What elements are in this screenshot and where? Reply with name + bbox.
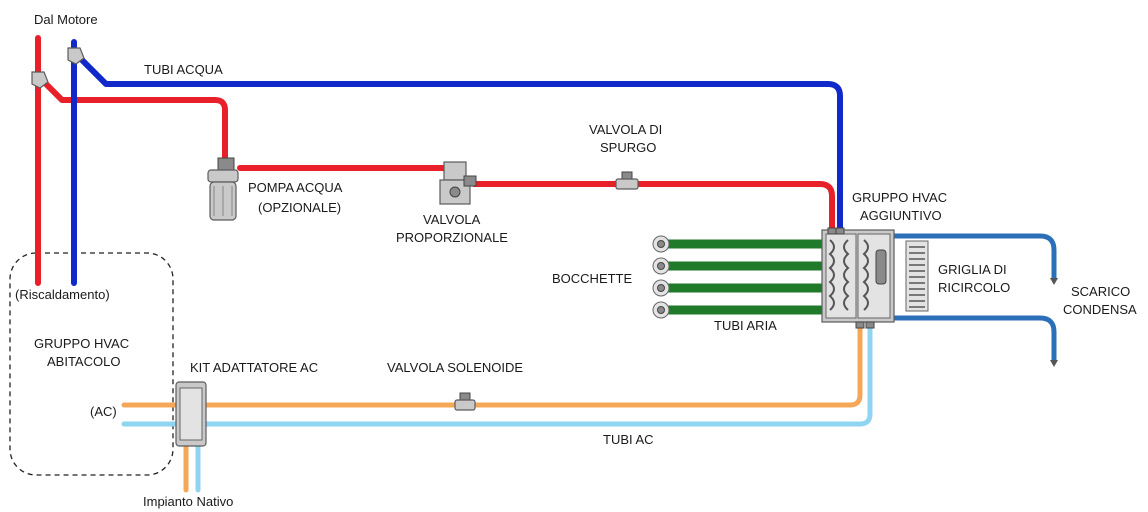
auxiliary-hvac-unit: [821, 227, 895, 329]
label-valvola-spurgo-2: SPURGO: [600, 140, 656, 155]
label-hvac-agg-1: GRUPPO HVAC: [852, 190, 947, 205]
red-pipe-valve-to-hvac: [471, 181, 835, 237]
ac-orange-pipe-main: [203, 325, 863, 408]
label-dal-motore: Dal Motore: [34, 12, 98, 27]
label-valvola-prop-1: VALVOLA: [423, 212, 481, 227]
label-valvola-prop-2: PROPORZIONALE: [396, 230, 508, 245]
label-ac: (AC): [90, 404, 117, 419]
blue-tee-fitting: [67, 47, 85, 65]
label-valvola-solenoide: VALVOLA SOLENOIDE: [387, 360, 523, 375]
label-riscaldamento: (Riscaldamento): [15, 287, 110, 302]
proportional-valve-icon: [439, 161, 477, 205]
label-griglia-2: RICIRCOLO: [938, 280, 1010, 295]
vent-1: [652, 235, 670, 253]
vent-2: [652, 257, 670, 275]
ac-adapter-kit-icon: [175, 381, 207, 447]
recirculation-grille-icon: [905, 240, 929, 312]
air-ducts: [665, 239, 824, 315]
condensate-drain-lower: [892, 315, 1057, 363]
label-tubi-aria: TUBI ARIA: [714, 318, 777, 333]
label-tubi-acqua: TUBI ACQUA: [144, 62, 223, 77]
red-pipe-pump-to-hvac: [237, 165, 453, 177]
label-scarico-2: CONDENSA: [1063, 302, 1137, 317]
red-tee-fitting: [31, 71, 49, 89]
bleed-valve-icon: [615, 171, 639, 190]
label-hvac-abit-1: GRUPPO HVAC: [34, 336, 129, 351]
label-scarico-1: SCARICO: [1071, 284, 1130, 299]
label-pompa-2: (OPZIONALE): [258, 200, 341, 215]
water-pump-icon: [207, 157, 239, 221]
label-valvola-spurgo-1: VALVOLA DI: [589, 122, 662, 137]
label-tubi-ac: TUBI AC: [603, 432, 654, 447]
vent-3: [652, 279, 670, 297]
label-bocchette: BOCCHETTE: [552, 271, 633, 286]
condensate-drain-upper: [892, 233, 1057, 281]
drain-tip-lower: [1050, 360, 1058, 367]
label-hvac-agg-2: AGGIUNTIVO: [860, 208, 942, 223]
blue-pipe-to-hvac: [75, 53, 843, 237]
vent-4: [652, 301, 670, 319]
vents: [652, 235, 670, 319]
cabin-hvac-box: [9, 252, 174, 476]
solenoid-valve-icon: [454, 392, 476, 411]
red-pipe-to-pump: [39, 77, 228, 165]
drain-tip-upper: [1050, 278, 1058, 285]
ac-lightblue-pipe-main: [203, 325, 873, 427]
label-impianto-nativo: Impianto Nativo: [143, 494, 233, 509]
label-pompa-1: POMPA ACQUA: [248, 180, 343, 195]
label-hvac-abit-2: ABITACOLO: [47, 354, 120, 369]
label-kit-adattatore: KIT ADATTATORE AC: [190, 360, 318, 375]
label-griglia-1: GRIGLIA DI: [938, 262, 1007, 277]
